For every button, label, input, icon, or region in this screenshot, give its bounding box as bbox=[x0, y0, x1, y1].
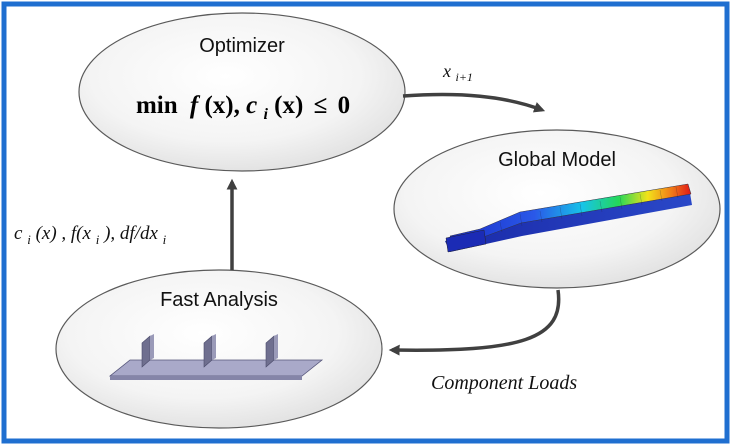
formula-zero: 0 bbox=[338, 92, 351, 119]
fast-analysis-node: Fast Analysis bbox=[55, 269, 383, 429]
formula-c: c bbox=[246, 92, 257, 119]
optimizer-ellipse bbox=[78, 12, 406, 172]
global-model-node: Global Model bbox=[393, 129, 721, 289]
formula-paren-x1: (x), bbox=[204, 92, 246, 119]
label-sensitivities: c i (x) , f(x i ), df/dx i bbox=[14, 223, 167, 249]
formula-sub-i: i bbox=[263, 106, 268, 123]
stiffened-panel-image bbox=[108, 334, 324, 380]
optimizer-title: Optimizer bbox=[199, 35, 285, 57]
optimizer-node: Optimizer min f (x), c i (x) ≤ 0 bbox=[78, 12, 406, 172]
label-x-next: x i+1 bbox=[442, 61, 473, 84]
label-component-loads: Component Loads bbox=[431, 372, 577, 394]
formula-paren-x2: (x) bbox=[274, 92, 303, 119]
wing-model-image bbox=[445, 183, 692, 253]
global-model-title: Global Model bbox=[498, 149, 616, 171]
fast-analysis-ellipse bbox=[55, 269, 383, 429]
optimizer-formula: min f (x), c i (x) ≤ 0 bbox=[136, 92, 350, 125]
fast-analysis-title: Fast Analysis bbox=[160, 289, 278, 311]
formula-min: min bbox=[136, 92, 178, 119]
formula-f: f bbox=[190, 92, 201, 119]
arrow-global-to-fast bbox=[388, 289, 561, 356]
formula-leq: ≤ bbox=[314, 92, 328, 119]
arrow-optimizer-to-global bbox=[402, 92, 546, 113]
